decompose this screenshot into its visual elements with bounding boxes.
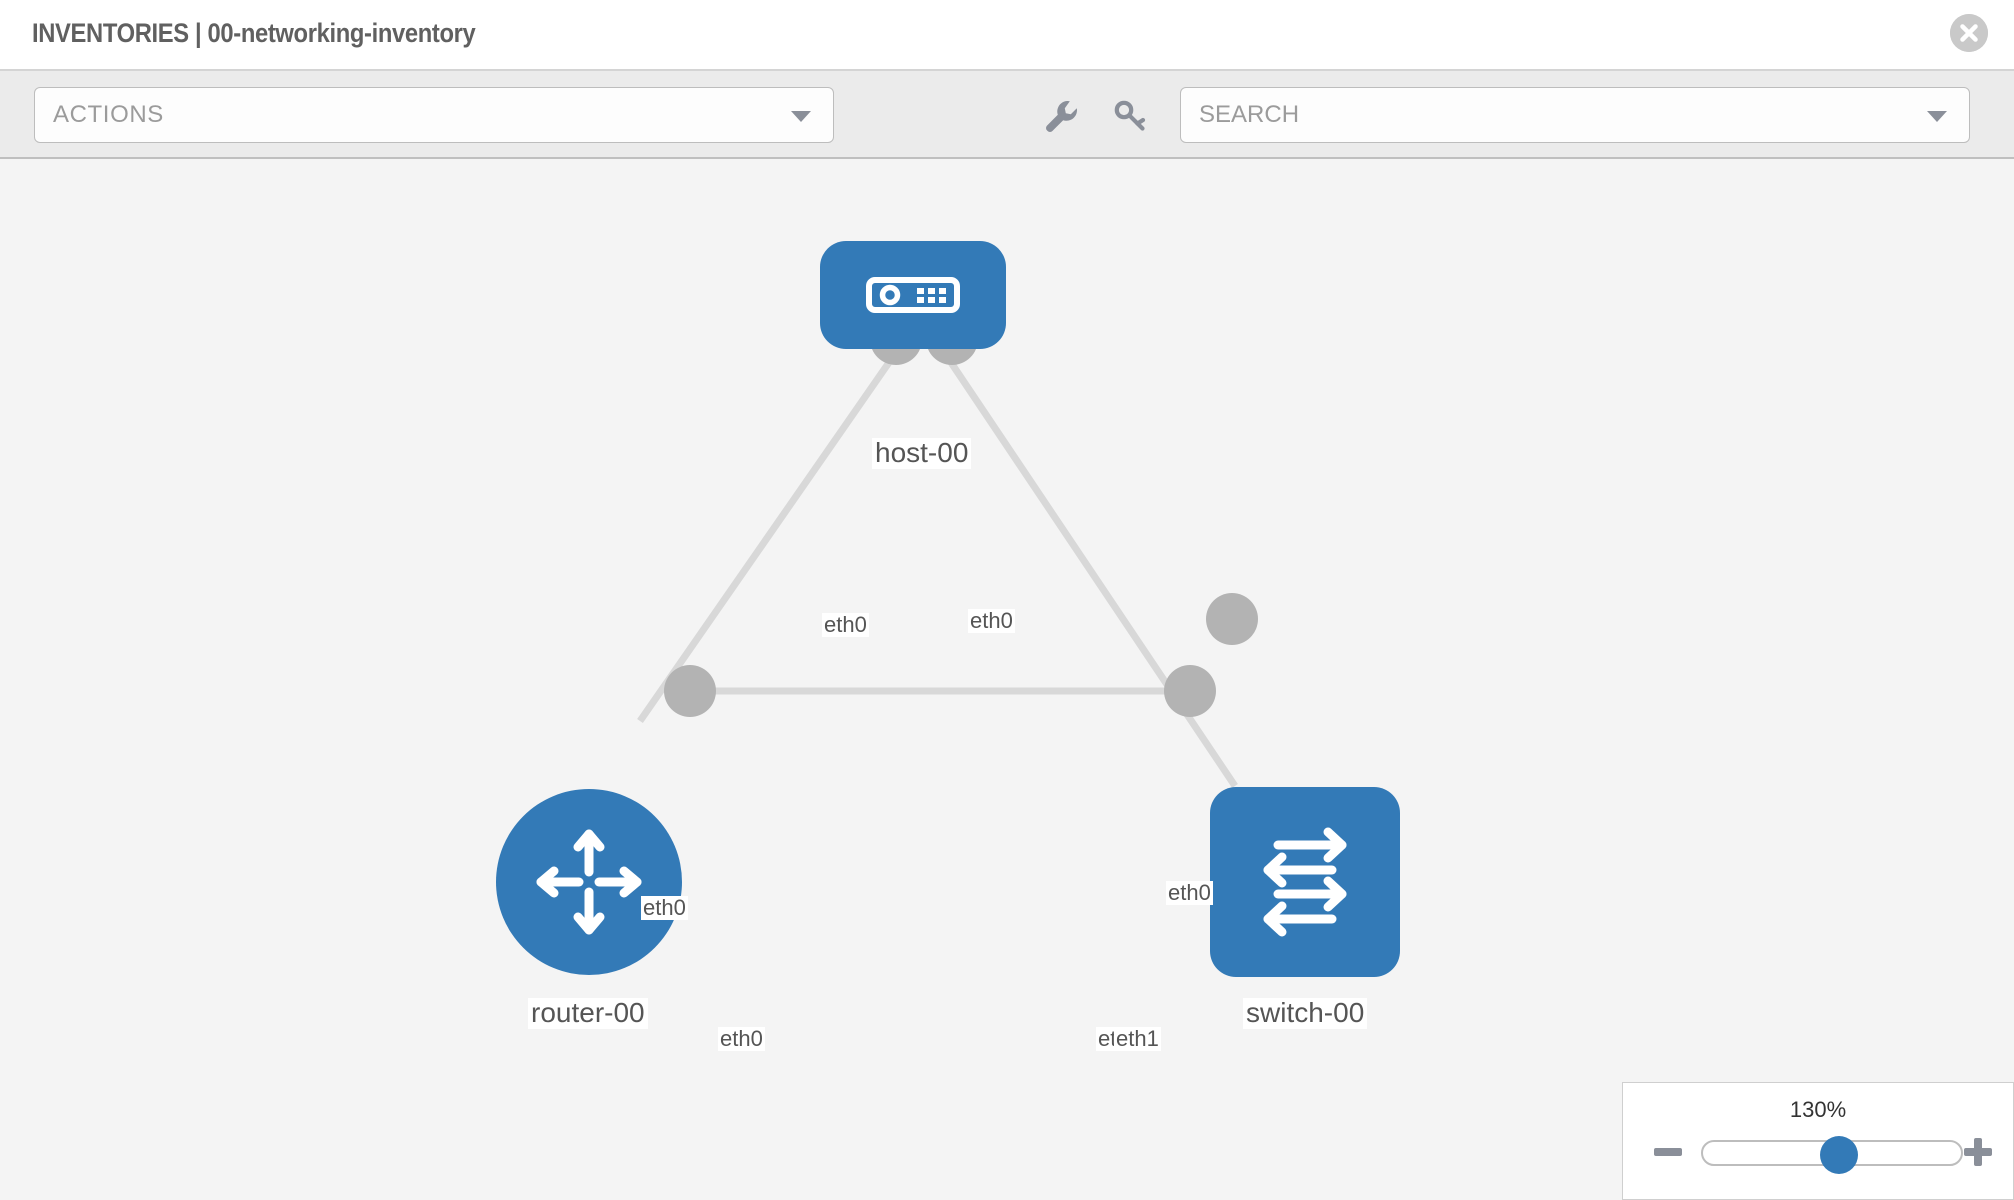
server-icon	[866, 277, 960, 313]
link-lines	[637, 359, 1238, 788]
chevron-down-icon	[1927, 111, 1947, 122]
port-label: eth0	[822, 612, 869, 638]
node-host-00-shape[interactable]	[820, 241, 1006, 349]
node-host-00-label: host-00	[872, 437, 972, 469]
connector-switch00-eth1[interactable]	[1164, 665, 1216, 717]
router-arrows-icon	[536, 829, 642, 935]
port-label: eth0	[1166, 880, 1213, 906]
port-label: eth0	[718, 1026, 765, 1052]
toolbar: ACTIONS SEARCH	[0, 69, 2014, 159]
topology-links-layer	[637, 313, 1258, 788]
node-router-00-shape[interactable]	[496, 789, 682, 975]
key-icon[interactable]	[1110, 95, 1152, 137]
node-router-00-label: router-00	[528, 997, 648, 1029]
plus-icon[interactable]	[1961, 1135, 1995, 1169]
node-switch-00-shape[interactable]	[1210, 787, 1400, 977]
search-input-placeholder: SEARCH	[1199, 101, 1300, 128]
zoom-slider[interactable]	[1701, 1136, 1963, 1174]
close-icon[interactable]	[1950, 14, 1988, 52]
minus-icon[interactable]	[1651, 1135, 1685, 1169]
port-label: eth0	[968, 608, 1015, 634]
wrench-icon[interactable]	[1040, 95, 1082, 137]
topology-canvas[interactable]: host-00 router-00	[0, 161, 2014, 1200]
connector-router00-eth0[interactable]	[664, 665, 716, 717]
switch-arrows-icon	[1263, 827, 1347, 937]
actions-dropdown[interactable]: ACTIONS	[34, 87, 834, 143]
node-switch-00-label: switch-00	[1243, 997, 1368, 1029]
link-host00-switch00[interactable]	[947, 359, 1238, 788]
search-input[interactable]: SEARCH	[1180, 87, 1970, 143]
connector-switch00-eth0[interactable]	[1206, 593, 1258, 645]
actions-dropdown-label: ACTIONS	[53, 101, 164, 128]
port-label: eth1	[1114, 1026, 1161, 1052]
zoom-control-panel: 130%	[1622, 1082, 2014, 1200]
zoom-level-value: 130%	[1789, 1097, 1847, 1122]
page-header: INVENTORIES | 00-networking-inventory	[0, 0, 2014, 69]
chevron-down-icon	[791, 111, 811, 122]
page-title: INVENTORIES | 00-networking-inventory	[32, 18, 476, 48]
link-host00-router00[interactable]	[637, 359, 893, 723]
port-label: eth0	[641, 895, 688, 921]
zoom-slider-handle[interactable]	[1820, 1136, 1858, 1174]
